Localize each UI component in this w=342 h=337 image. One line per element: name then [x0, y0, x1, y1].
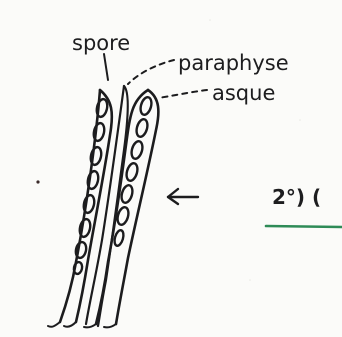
left-arrow-icon [168, 189, 198, 204]
label-spore: spore [72, 31, 130, 55]
leader-line-paraphyse [128, 60, 174, 84]
side-note: 2°) ( [272, 185, 321, 209]
label-paraphyse: paraphyse [178, 51, 289, 75]
leader-line-asque [158, 90, 207, 98]
side-note-underline [266, 226, 342, 227]
label-asque: asque [212, 81, 275, 105]
leader-line-spore [104, 54, 108, 80]
